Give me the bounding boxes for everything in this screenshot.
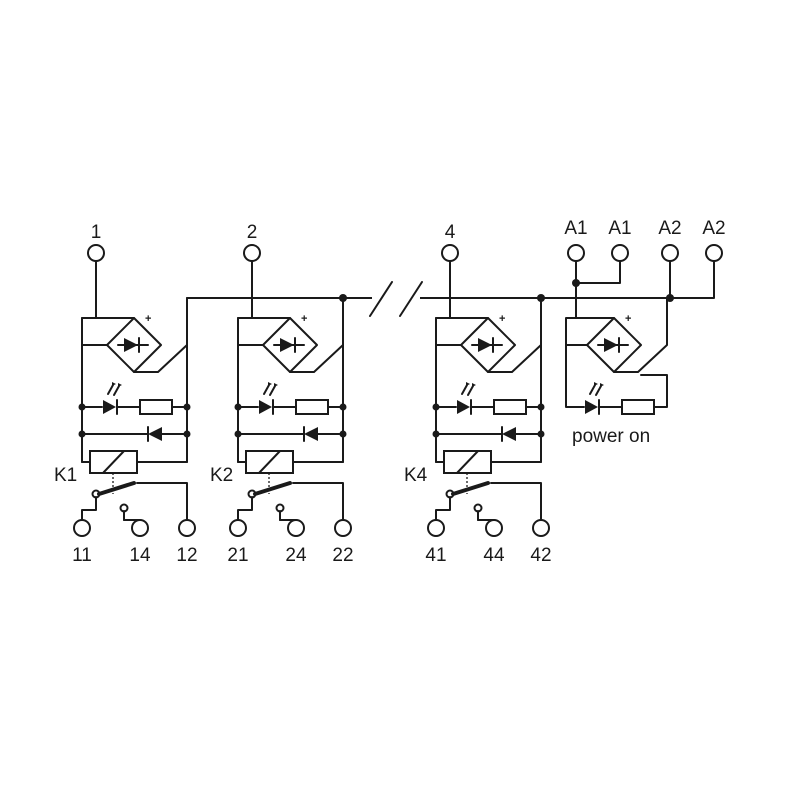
contact-label-24: 24 [285,545,307,566]
relay-coil [245,450,294,474]
contact-terminal-11 [73,519,91,537]
contact-terminal-21 [229,519,247,537]
input-terminal-label-2: 2 [247,222,258,243]
contact-label-11: 11 [72,545,92,566]
contact-label-14: 14 [129,545,151,566]
contact-label-12: 12 [176,545,197,566]
supply-label-a1-left: A1 [564,218,587,239]
freewheel-diode [303,426,318,442]
contact-label-21: 21 [227,545,248,566]
channel-1: 1 + [54,222,556,566]
changeover-contact [81,481,188,521]
supply-terminal-a1-right [611,244,629,262]
relay-label-k4: K4 [404,465,428,486]
contact-label-41: 41 [425,545,446,566]
input-terminal-2 [243,244,261,262]
led-resistor [493,399,527,415]
changeover-contact [237,481,344,521]
bridge-plus-sign: + [145,313,151,325]
bridge-rectifier: + [262,313,318,373]
supply-terminal-a1-left [567,244,585,262]
freewheel-diode [501,426,516,442]
contact-label-42: 42 [530,545,551,566]
contact-terminal-22 [334,519,352,537]
channel-2: 2 + [210,222,354,566]
freewheel-diode [147,426,162,442]
contact-terminal-14 [131,519,149,537]
supply-terminal-a2-right [705,244,723,262]
power-on-label: power on [572,426,650,447]
contact-terminal-24 [287,519,305,537]
relay-coil [89,450,138,474]
relay-label-k2: K2 [210,465,233,486]
bridge-rectifier: + [586,313,642,373]
supply-label-a2-left: A2 [658,218,681,239]
contact-terminal-44 [485,519,503,537]
bridge-plus-sign: + [625,313,631,325]
led-resistor [139,399,173,415]
bridge-plus-sign: + [301,313,307,325]
bridge-plus-sign: + [499,313,505,325]
bridge-rectifier: + [106,313,162,373]
bridge-rectifier: + [460,313,516,373]
supply-label-a2-right: A2 [702,218,725,239]
input-terminal-1 [87,244,105,262]
contact-terminal-42 [532,519,550,537]
input-terminal-label-1: 1 [91,222,102,243]
status-led [259,382,278,415]
contact-terminal-12 [178,519,196,537]
input-terminal-4 [441,244,459,262]
channel-4: 4 + [404,222,552,566]
contact-terminal-41 [427,519,445,537]
line-break-marks [369,281,423,317]
supply-terminal-a2-left [661,244,679,262]
power-led-resistor [621,399,655,415]
status-led [103,382,122,415]
led-resistor [295,399,329,415]
supply-label-a1-right: A1 [608,218,631,239]
input-terminal-label-4: 4 [445,222,456,243]
power-supply-section: A1 A1 A2 A2 + p [554,218,726,447]
status-led [457,382,476,415]
power-led [585,382,604,415]
relay-label-k1: K1 [54,465,77,486]
relay-coil [443,450,492,474]
contact-label-22: 22 [332,545,353,566]
changeover-contact [435,481,542,521]
contact-label-44: 44 [483,545,505,566]
